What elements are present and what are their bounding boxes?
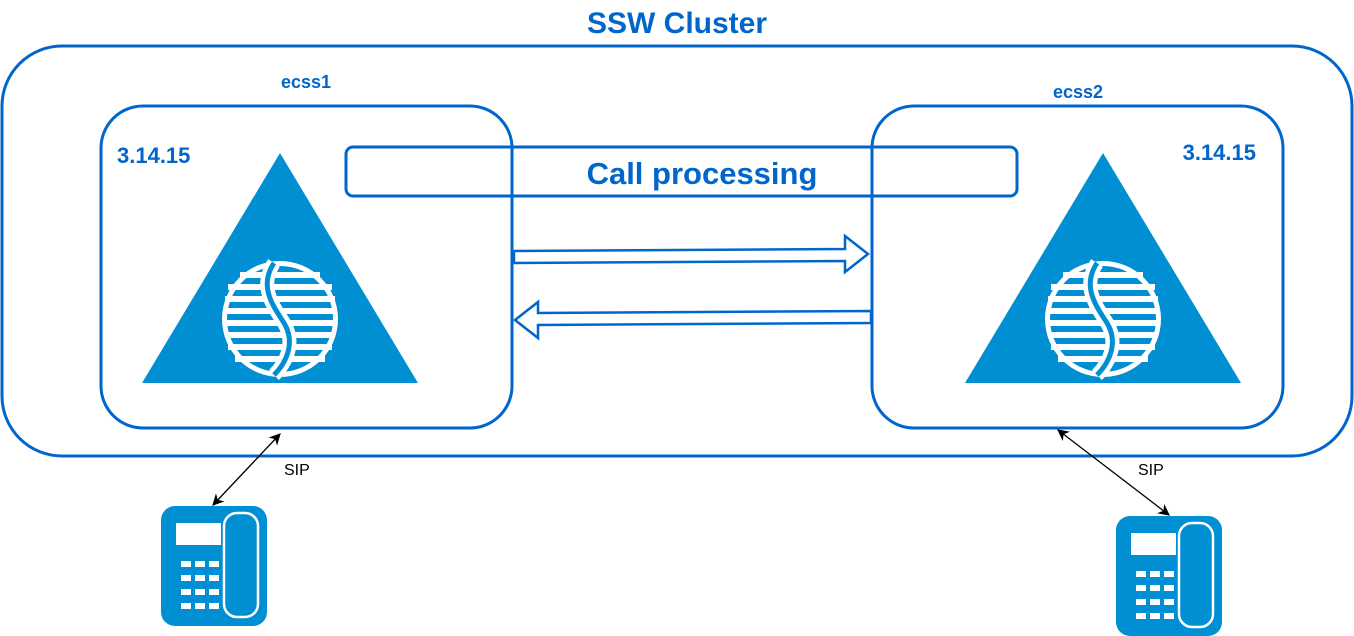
- desk-phone-icon[interactable]: [159, 504, 269, 628]
- sip-link-2: [1057, 429, 1170, 516]
- eltex-logo-icon: [965, 153, 1241, 383]
- node-box-ecss1[interactable]: [99, 104, 514, 430]
- node-box-ecss2[interactable]: [870, 104, 1285, 430]
- arrow-ecss1-to-ecss2: [512, 233, 871, 275]
- desk-phone-icon[interactable]: [1114, 514, 1224, 636]
- cluster-title: SSW Cluster: [587, 7, 767, 40]
- node-version-ecss2: 3.14.15: [1183, 140, 1256, 165]
- node-name-ecss2: ecss2: [1053, 82, 1103, 102]
- call-processing-box: [344, 145, 1019, 198]
- cluster-boundary: [0, 44, 1354, 458]
- arrow-ecss2-to-ecss1: [512, 299, 873, 341]
- call-processing-label: Call processing: [587, 156, 818, 191]
- sip-label-1: SIP: [284, 462, 310, 479]
- eltex-logo-icon: [142, 153, 418, 383]
- sip-label-2: SIP: [1138, 462, 1164, 479]
- node-name-ecss1: ecss1: [281, 72, 331, 92]
- sip-link-1: [212, 433, 281, 506]
- node-version-ecss1: 3.14.15: [117, 143, 190, 168]
